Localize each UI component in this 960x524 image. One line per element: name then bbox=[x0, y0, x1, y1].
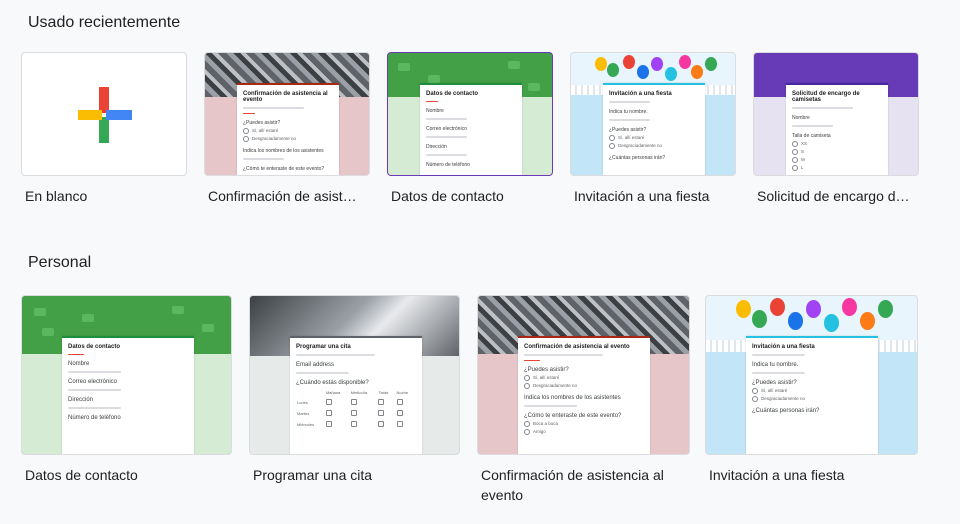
template-label[interactable]: Confirmación de asistencia al evento bbox=[481, 467, 664, 503]
form-preview: Datos de contacto Nombre Correo electrón… bbox=[420, 83, 522, 175]
form-preview-option: L bbox=[801, 165, 804, 171]
template-label[interactable]: Confirmación de asistencia al evento bbox=[208, 188, 364, 204]
form-preview-title: Datos de contacto bbox=[426, 91, 479, 97]
form-preview-option: Sí, allí estaré bbox=[252, 128, 279, 134]
form-preview-option: Boca a boca bbox=[533, 421, 559, 427]
template-label[interactable]: Invitación a una fiesta bbox=[574, 188, 710, 204]
form-preview-question: Indica tu nombre. bbox=[752, 362, 799, 368]
form-preview-option: Sí, allí estaré bbox=[761, 388, 788, 394]
form-preview: Solicitud de encargo de camisetas Nombre… bbox=[786, 83, 888, 175]
form-preview: Programar una cita Email address ¿Cuándo… bbox=[290, 336, 422, 454]
template-label[interactable]: Datos de contacto bbox=[391, 188, 504, 204]
template-thumbnail[interactable]: Programar una cita Email address ¿Cuándo… bbox=[249, 295, 460, 455]
form-preview-question: Nombre bbox=[426, 108, 444, 114]
template-card-party[interactable]: Invitación a una fiesta Indica tu nombre… bbox=[705, 295, 918, 455]
form-preview-question: ¿Cuántas personas irán? bbox=[609, 155, 666, 161]
template-label[interactable]: Datos de contacto bbox=[25, 467, 138, 483]
form-preview-option: Desgraciadamente no bbox=[533, 383, 578, 389]
template-thumbnail[interactable]: Confirmación de asistencia al evento ¿Pu… bbox=[204, 52, 370, 176]
form-preview-title: Confirmación de asistencia al evento bbox=[524, 344, 630, 350]
form-preview-question: Dirección bbox=[426, 144, 447, 150]
form-preview: Invitación a una fiesta Indica tu nombre… bbox=[603, 83, 705, 175]
form-preview-title: Solicitud de encargo de camisetas bbox=[792, 91, 860, 103]
template-thumbnail[interactable]: Invitación a una fiesta Indica tu nombre… bbox=[570, 52, 736, 176]
form-preview-question: ¿Puedes asistir? bbox=[609, 127, 647, 133]
form-preview-question: Talla de camiseta bbox=[792, 133, 831, 139]
form-preview-option: Desgraciadamente no bbox=[761, 396, 806, 402]
form-preview-question: Dirección bbox=[68, 397, 94, 403]
template-thumbnail[interactable] bbox=[21, 52, 187, 176]
template-thumbnail[interactable]: Datos de contacto Nombre Correo electrón… bbox=[387, 52, 553, 176]
template-thumbnail[interactable]: Confirmación de asistencia al evento ¿Pu… bbox=[477, 295, 690, 455]
form-preview: Datos de contacto Nombre Correo electrón… bbox=[62, 336, 194, 454]
template-label[interactable]: Invitación a una fiesta bbox=[709, 467, 845, 483]
template-card-shirts[interactable]: Solicitud de encargo de camisetas Nombre… bbox=[753, 52, 919, 176]
template-card-appointment[interactable]: Programar una cita Email address ¿Cuándo… bbox=[249, 295, 460, 455]
form-preview-title: Invitación a una fiesta bbox=[752, 344, 815, 350]
form-preview-option: Desgraciadamente no bbox=[618, 143, 663, 149]
form-preview-question: Indica los nombres de los asistentes bbox=[524, 395, 621, 401]
form-preview-question: ¿Puedes asistir? bbox=[752, 380, 797, 386]
form-preview: Invitación a una fiesta Indica tu nombre… bbox=[746, 336, 878, 454]
form-preview-question: ¿Puedes asistir? bbox=[524, 367, 569, 373]
form-preview-question: Nombre bbox=[68, 361, 90, 367]
form-preview-option: M bbox=[801, 157, 805, 163]
template-card-rsvp[interactable]: Confirmación de asistencia al evento ¿Pu… bbox=[477, 295, 690, 455]
form-preview-question: Número de teléfono bbox=[426, 162, 470, 168]
template-card-blank[interactable] bbox=[21, 52, 187, 176]
form-preview-option: Amigo bbox=[533, 429, 546, 435]
section-title-recent: Usado recientemente bbox=[28, 14, 181, 31]
form-preview-question: Nombre bbox=[792, 115, 810, 121]
template-label[interactable]: En blanco bbox=[25, 188, 88, 204]
form-preview-question: Indica los nombres de los asistentes bbox=[243, 148, 324, 154]
template-thumbnail[interactable]: Invitación a una fiesta Indica tu nombre… bbox=[705, 295, 918, 455]
form-preview-question: Correo electrónico bbox=[68, 379, 118, 385]
form-preview-question: ¿Cómo te enteraste de este evento? bbox=[243, 166, 325, 172]
form-preview-title: Programar una cita bbox=[296, 344, 351, 350]
form-preview-question: Indica tu nombre. bbox=[609, 109, 648, 115]
plus-icon bbox=[78, 87, 132, 143]
template-thumbnail[interactable]: Datos de contacto Nombre Correo electrón… bbox=[21, 295, 232, 455]
form-preview-question: ¿Cuántas personas irán? bbox=[752, 408, 820, 414]
form-preview-title: Invitación a una fiesta bbox=[609, 91, 672, 97]
form-preview-option: Sí, allí estaré bbox=[533, 375, 560, 381]
form-preview-question: Correo electrónico bbox=[426, 126, 467, 132]
form-preview-title: Confirmación de asistencia al evento bbox=[243, 91, 328, 103]
form-preview-question: Número de teléfono bbox=[68, 415, 121, 421]
template-thumbnail[interactable]: Solicitud de encargo de camisetas Nombre… bbox=[753, 52, 919, 176]
template-card-contact[interactable]: Datos de contacto Nombre Correo electrón… bbox=[21, 295, 232, 455]
form-preview-question: ¿Cuándo estás disponible? bbox=[296, 380, 369, 386]
form-preview-question: Email address bbox=[296, 362, 335, 368]
template-card-party[interactable]: Invitación a una fiesta Indica tu nombre… bbox=[570, 52, 736, 176]
template-card-contact[interactable]: Datos de contacto Nombre Correo electrón… bbox=[387, 52, 553, 176]
form-preview-title: Datos de contacto bbox=[68, 344, 121, 350]
form-preview-option: Sí, allí estaré bbox=[618, 135, 645, 141]
form-preview: Confirmación de asistencia al evento ¿Pu… bbox=[237, 83, 339, 175]
form-preview: Confirmación de asistencia al evento ¿Pu… bbox=[518, 336, 650, 454]
section-title-personal: Personal bbox=[28, 254, 92, 271]
template-label[interactable]: Programar una cita bbox=[253, 467, 373, 483]
form-preview-question: ¿Puedes asistir? bbox=[243, 120, 281, 126]
form-preview-option: S bbox=[801, 149, 805, 155]
form-preview-option: XS bbox=[801, 141, 808, 147]
form-preview-question: ¿Cómo te enteraste de este evento? bbox=[524, 413, 622, 419]
template-label[interactable]: Solicitud de encargo de camisetas bbox=[757, 188, 913, 204]
template-card-rsvp[interactable]: Confirmación de asistencia al evento ¿Pu… bbox=[204, 52, 370, 176]
form-preview-option: Desgraciadamente no bbox=[252, 136, 297, 142]
